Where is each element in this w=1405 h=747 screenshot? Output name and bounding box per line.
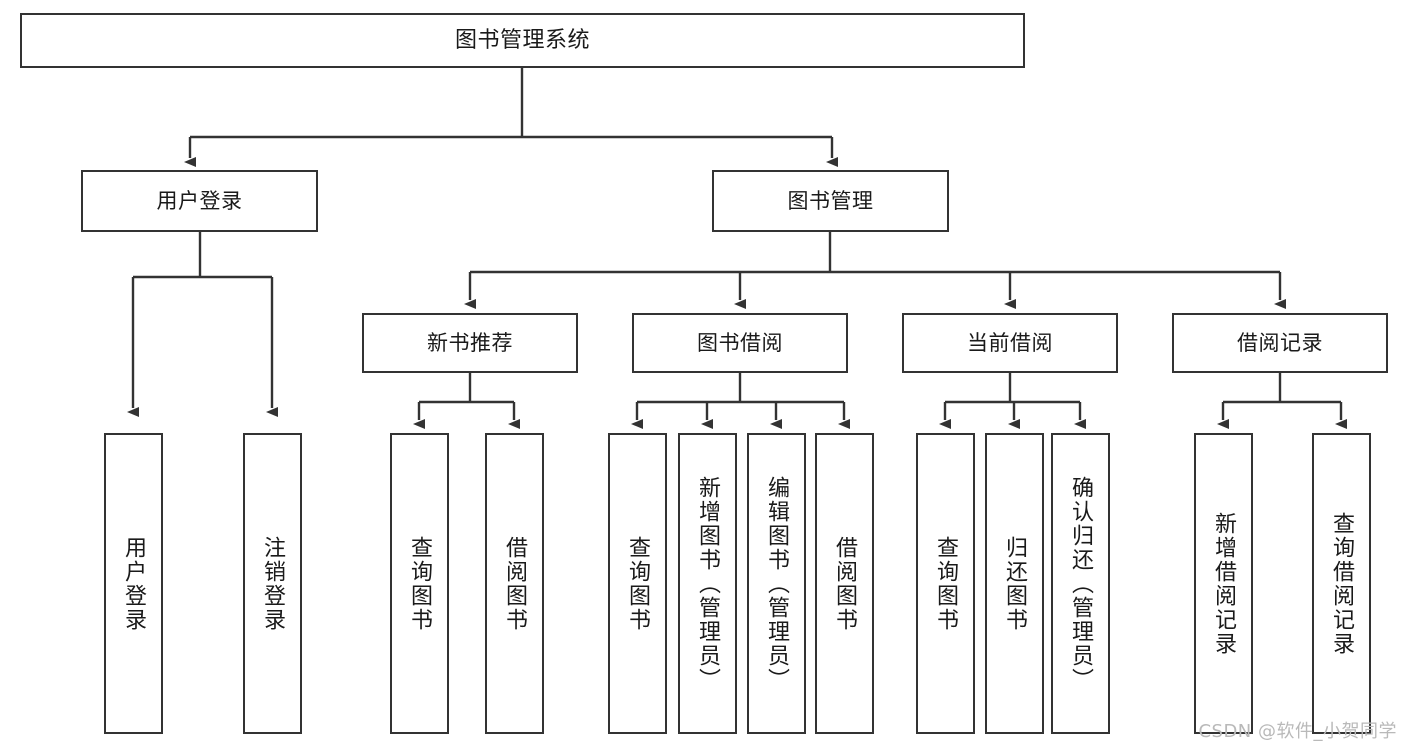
node-leaf-query-book-recommend[interactable]: 查询图书 [390,433,449,734]
node-label: 借阅图书 [832,535,858,632]
node-root-book-management-system[interactable]: 图书管理系统 [20,13,1025,68]
node-label: 借阅记录 [1237,330,1323,355]
node-label: 当前借阅 [967,330,1053,355]
node-new-book-recommend[interactable]: 新书推荐 [362,313,578,373]
node-leaf-add-borrow-record[interactable]: 新增借阅记录 [1194,433,1253,734]
node-label: 用户登录 [156,188,243,213]
node-current-borrow[interactable]: 当前借阅 [902,313,1118,373]
node-leaf-confirm-return-admin[interactable]: 确认归还（管理员） [1051,433,1110,734]
node-borrow-record[interactable]: 借阅记录 [1172,313,1388,373]
node-label: 用户登录 [121,535,147,632]
node-leaf-borrow-book-recommend[interactable]: 借阅图书 [485,433,544,734]
node-label: 编辑图书（管理员） [764,475,790,692]
node-label: 图书管理系统 [454,27,590,53]
node-leaf-logout[interactable]: 注销登录 [243,433,302,734]
node-leaf-query-book-current[interactable]: 查询图书 [916,433,975,734]
node-book-management[interactable]: 图书管理 [712,170,949,232]
node-label: 查询借阅记录 [1329,511,1355,656]
node-leaf-edit-book-admin[interactable]: 编辑图书（管理员） [747,433,806,734]
node-label: 查询图书 [407,535,433,632]
node-label: 图书借阅 [697,330,783,355]
node-label: 查询图书 [933,535,959,632]
node-label: 查询图书 [625,535,651,632]
node-label: 注销登录 [260,535,286,632]
node-label: 图书管理 [787,188,874,213]
node-label: 确认归还（管理员） [1068,475,1094,692]
node-user-login[interactable]: 用户登录 [81,170,318,232]
node-label: 新增借阅记录 [1211,511,1237,656]
node-label: 新增图书（管理员） [695,475,721,692]
node-leaf-return-book[interactable]: 归还图书 [985,433,1044,734]
node-book-borrow[interactable]: 图书借阅 [632,313,848,373]
node-leaf-query-book-borrow[interactable]: 查询图书 [608,433,667,734]
node-label: 归还图书 [1002,535,1028,632]
node-leaf-borrow-book[interactable]: 借阅图书 [815,433,874,734]
node-label: 借阅图书 [502,535,528,632]
node-leaf-user-login[interactable]: 用户登录 [104,433,163,734]
node-leaf-add-book-admin[interactable]: 新增图书（管理员） [678,433,737,734]
node-leaf-query-borrow-record[interactable]: 查询借阅记录 [1312,433,1371,734]
node-label: 新书推荐 [427,330,513,355]
